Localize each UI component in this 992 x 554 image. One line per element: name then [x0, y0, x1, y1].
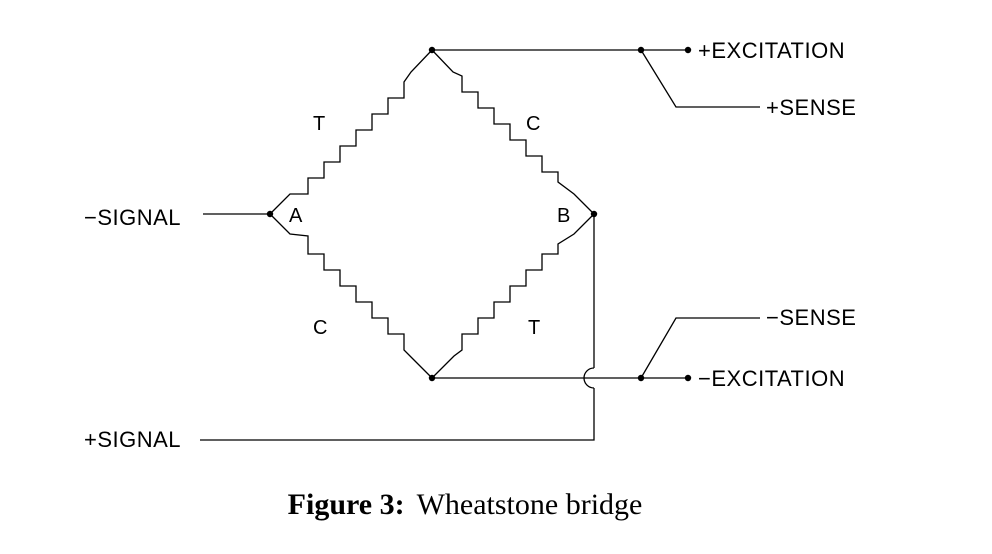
- neg-sense-wire: [640, 317, 760, 379]
- figure-title: Wheatstone bridge: [416, 488, 643, 521]
- resistor-upper-right: [431, 49, 595, 215]
- neg-sense-label: −SENSE: [766, 305, 856, 330]
- neg-excitation-terminal-dot: [684, 374, 692, 382]
- resistor-upper-left: [269, 49, 433, 215]
- pos-excitation-terminal-dot: [684, 46, 692, 54]
- resistor-lower-right: [431, 213, 595, 379]
- node-a-label: A: [289, 205, 303, 227]
- pos-signal-wire: [200, 388, 595, 441]
- gauge-label-lower-right: T: [528, 317, 540, 339]
- node-b-dot: [590, 210, 598, 218]
- figure-number: Figure 3:: [287, 488, 405, 521]
- pos-sense-label: +SENSE: [766, 95, 856, 120]
- neg-sense-junction-dot: [637, 374, 645, 382]
- pos-excitation-label: +EXCITATION: [698, 38, 845, 63]
- gauge-label-upper-right: C: [526, 113, 540, 135]
- bottom-node-dot: [428, 374, 436, 382]
- figure-caption: Figure 3: Wheatstone bridge: [0, 488, 930, 522]
- neg-excitation-label: −EXCITATION: [698, 366, 845, 391]
- resistor-lower-left: [269, 213, 433, 379]
- node-b-label: B: [557, 205, 570, 227]
- pos-signal-label: +SIGNAL: [84, 427, 181, 452]
- pos-sense-wire: [640, 49, 760, 108]
- gauge-label-lower-left: C: [313, 317, 327, 339]
- top-node-dot: [428, 46, 436, 54]
- pos-sense-junction-dot: [637, 46, 645, 54]
- node-a-dot: [266, 210, 274, 218]
- gauge-label-upper-left: T: [313, 113, 325, 135]
- neg-signal-label: −SIGNAL: [84, 205, 181, 230]
